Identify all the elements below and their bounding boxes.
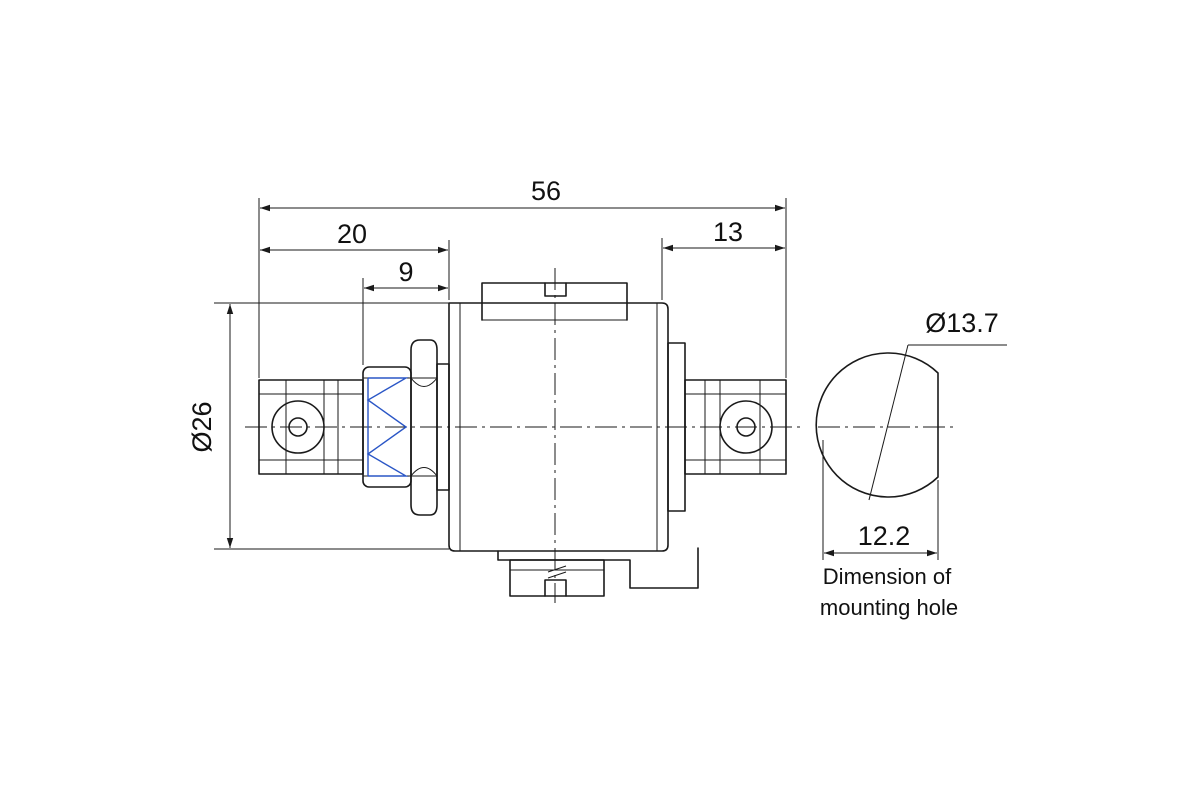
dim-hole-flat: 12.2 [858,521,911,551]
dim-overall-length: 56 [531,176,561,206]
dim-nut-width: 9 [398,257,413,287]
mounting-hole-profile [815,344,1007,560]
dim-right-section: 13 [713,217,743,247]
note-line-1: Dimension of [823,564,952,589]
extension-lines [214,198,787,550]
dim-left-section: 20 [337,219,367,249]
right-bnc-jack [667,342,787,512]
left-bnc-jack [258,379,364,475]
main-body [448,282,699,597]
note-line-2: mounting hole [820,595,958,620]
dim-body-diameter: Ø26 [187,401,217,452]
dim-hole-diameter: Ø13.7 [925,308,999,338]
